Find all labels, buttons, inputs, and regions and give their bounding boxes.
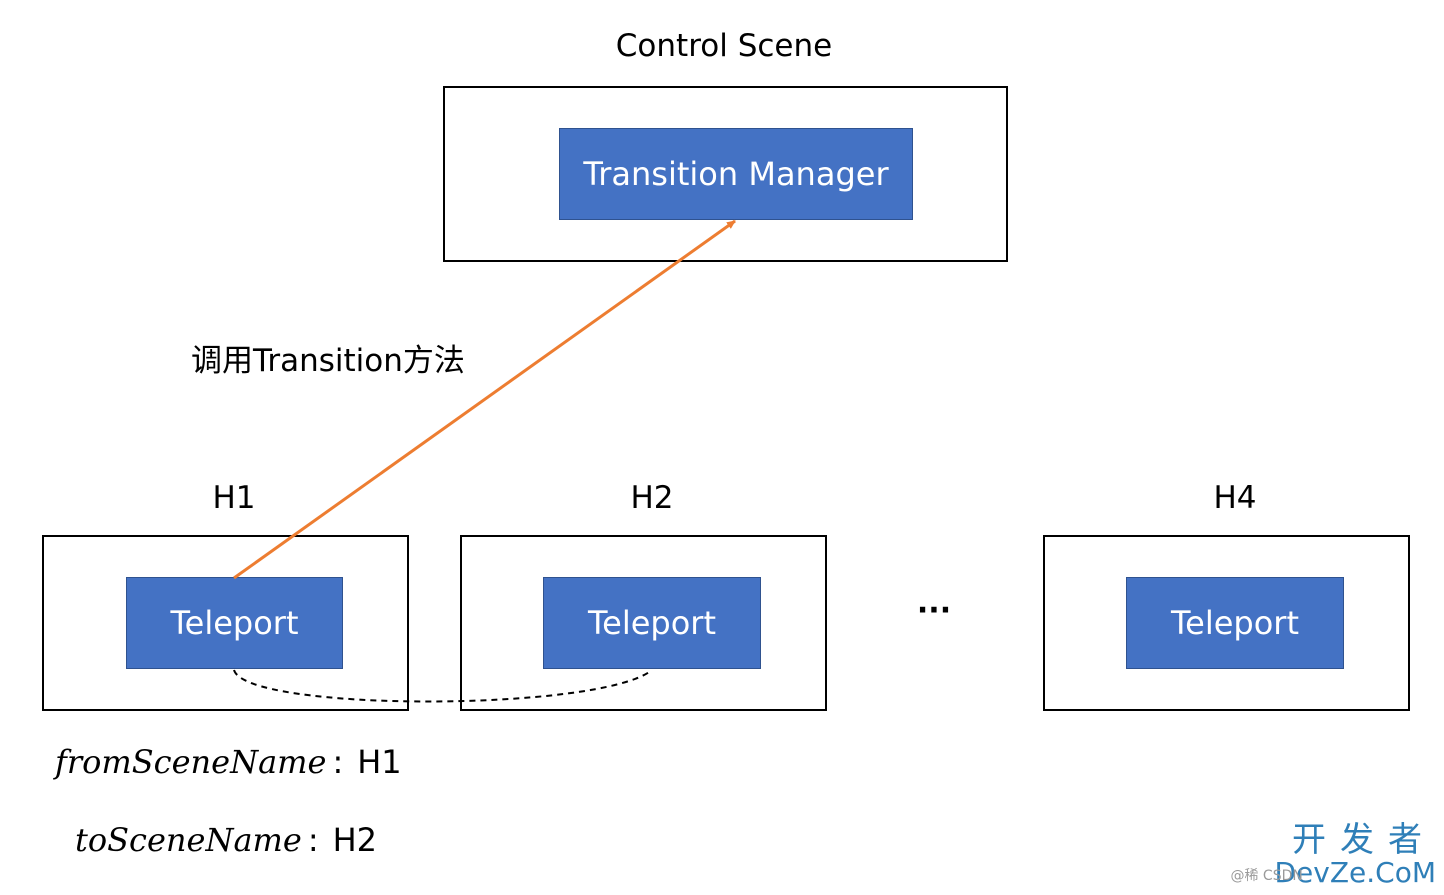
watermark: @稀 CSDN 开发者 DevZe.CoM (1230, 820, 1436, 889)
to-scene-param: toSceneName: H2 (75, 824, 377, 856)
from-scene-key: fromSceneName (55, 743, 327, 781)
transition-call-arrow (233, 219, 736, 580)
watermark-small: @稀 CSDN (1230, 868, 1303, 884)
ellipsis: ··· (916, 593, 952, 628)
call-transition-label: 调用Transition方法 (191, 343, 465, 379)
from-scene-value: H1 (357, 743, 402, 781)
from-scene-separator: : (332, 743, 344, 781)
to-scene-key: toSceneName (75, 821, 302, 859)
transition-manager-node: Transition Manager (559, 128, 913, 220)
watermark-line1: 开发者 (1292, 820, 1436, 860)
scene-title-h2: H2 (630, 480, 674, 516)
scene-title-h1: H1 (212, 480, 256, 516)
to-scene-value: H2 (332, 821, 378, 859)
teleport-node-h1: Teleport (126, 577, 343, 669)
from-scene-param: fromSceneName: H1 (55, 746, 402, 778)
control-scene-title: Control Scene (615, 28, 833, 64)
to-scene-separator: : (307, 821, 319, 859)
scene-title-h4: H4 (1213, 480, 1257, 516)
watermark-line2: DevZe.CoM (1274, 856, 1436, 889)
teleport-node-h2: Teleport (543, 577, 761, 669)
teleport-node-h4: Teleport (1126, 577, 1344, 669)
